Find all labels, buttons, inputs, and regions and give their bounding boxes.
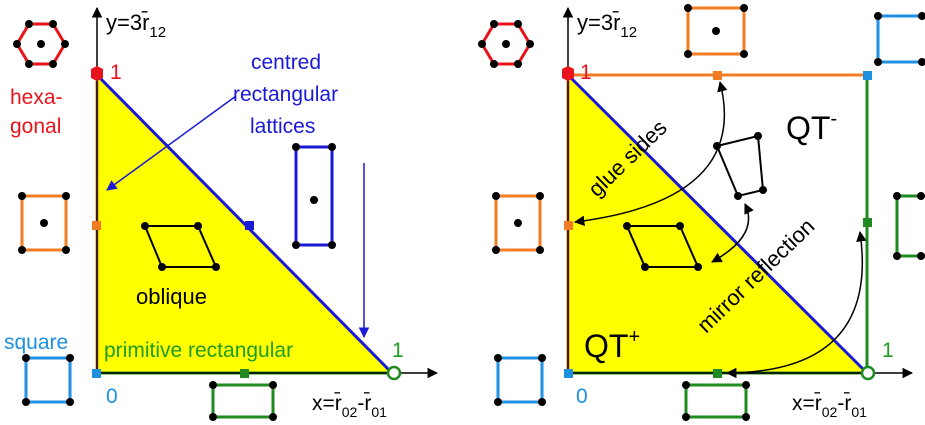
hexagonal-label-1: hexa- xyxy=(10,86,63,109)
square-icon-top-right xyxy=(874,12,925,66)
primitive-rectangular-label: primitive rectangular xyxy=(104,339,293,362)
qt-minus-label: QT- xyxy=(786,108,837,146)
centred-label-1: centred xyxy=(251,51,321,74)
tick-one-x-right: 1 xyxy=(882,339,894,362)
origin-point-right xyxy=(564,369,573,378)
right-panel: y=3r̄12 1 QT- QT+ glue sides mirror refl… xyxy=(478,4,925,421)
hexagonal-point-right xyxy=(562,66,574,81)
top-right-point xyxy=(863,71,872,80)
degenerate-point xyxy=(386,365,402,381)
left-midpoint xyxy=(564,221,573,230)
centred-rectangular-edge xyxy=(95,73,394,375)
centred-rectangle-lattice-icon xyxy=(292,143,336,249)
bottom-midpoint xyxy=(713,369,722,378)
mirror-edge-arrow xyxy=(725,230,867,379)
centred-midpoint xyxy=(245,221,254,230)
rectangle-icon-right xyxy=(893,192,925,260)
square-label: square xyxy=(4,331,68,354)
tick-zero-right: 0 xyxy=(576,385,588,408)
centred-square-icon-top xyxy=(684,4,748,58)
oblique-label: oblique xyxy=(136,284,207,309)
tick-one-y: 1 xyxy=(110,61,122,84)
oblique-icon-upper xyxy=(713,132,767,200)
tick-zero: 0 xyxy=(106,385,118,408)
hexagon-lattice-icon xyxy=(13,20,69,68)
centred-label-3: lattices xyxy=(250,115,315,138)
left-panel: y=3r̄12 1 hexa- gonal centred rectangula… xyxy=(4,6,439,421)
qt-plus-label: QT+ xyxy=(584,326,640,364)
primitive-rectangle-icon-bottom xyxy=(682,381,750,421)
hexagonal-point xyxy=(91,66,103,81)
square-icon-bottom-left xyxy=(494,354,546,406)
glue-sides-arrow xyxy=(573,80,728,227)
top-midpoint xyxy=(713,71,722,80)
right-midpoint xyxy=(863,218,872,227)
centred-square-icon-left xyxy=(492,192,544,254)
centred-arrow-to-edge xyxy=(106,95,237,191)
y-axis-label-right: y=3r̄12 xyxy=(577,10,637,41)
centred-square-lattice-icon xyxy=(18,192,70,254)
x-axis-label: x=r̄02-r̄01 xyxy=(312,391,387,420)
y-axis-label: y=3r̄12 xyxy=(106,10,166,41)
square-origin-point xyxy=(92,369,101,378)
hexagon-lattice-icon-right xyxy=(478,20,534,68)
primitive-rectangle-lattice-icon xyxy=(209,381,277,421)
x-axis-label-right: x=r̄02-r̄01 xyxy=(792,391,867,420)
primitive-midpoint xyxy=(240,369,249,378)
square-midpoint xyxy=(92,221,101,230)
hexagonal-label-2: gonal xyxy=(10,115,61,138)
degenerate-point-right xyxy=(860,365,876,381)
square-lattice-icon xyxy=(22,354,74,406)
tick-one-y-right: 1 xyxy=(580,61,592,84)
oblique-lattice-icon xyxy=(141,222,220,271)
centred-label-2: rectangular xyxy=(233,83,338,106)
tick-one-x: 1 xyxy=(392,339,404,362)
